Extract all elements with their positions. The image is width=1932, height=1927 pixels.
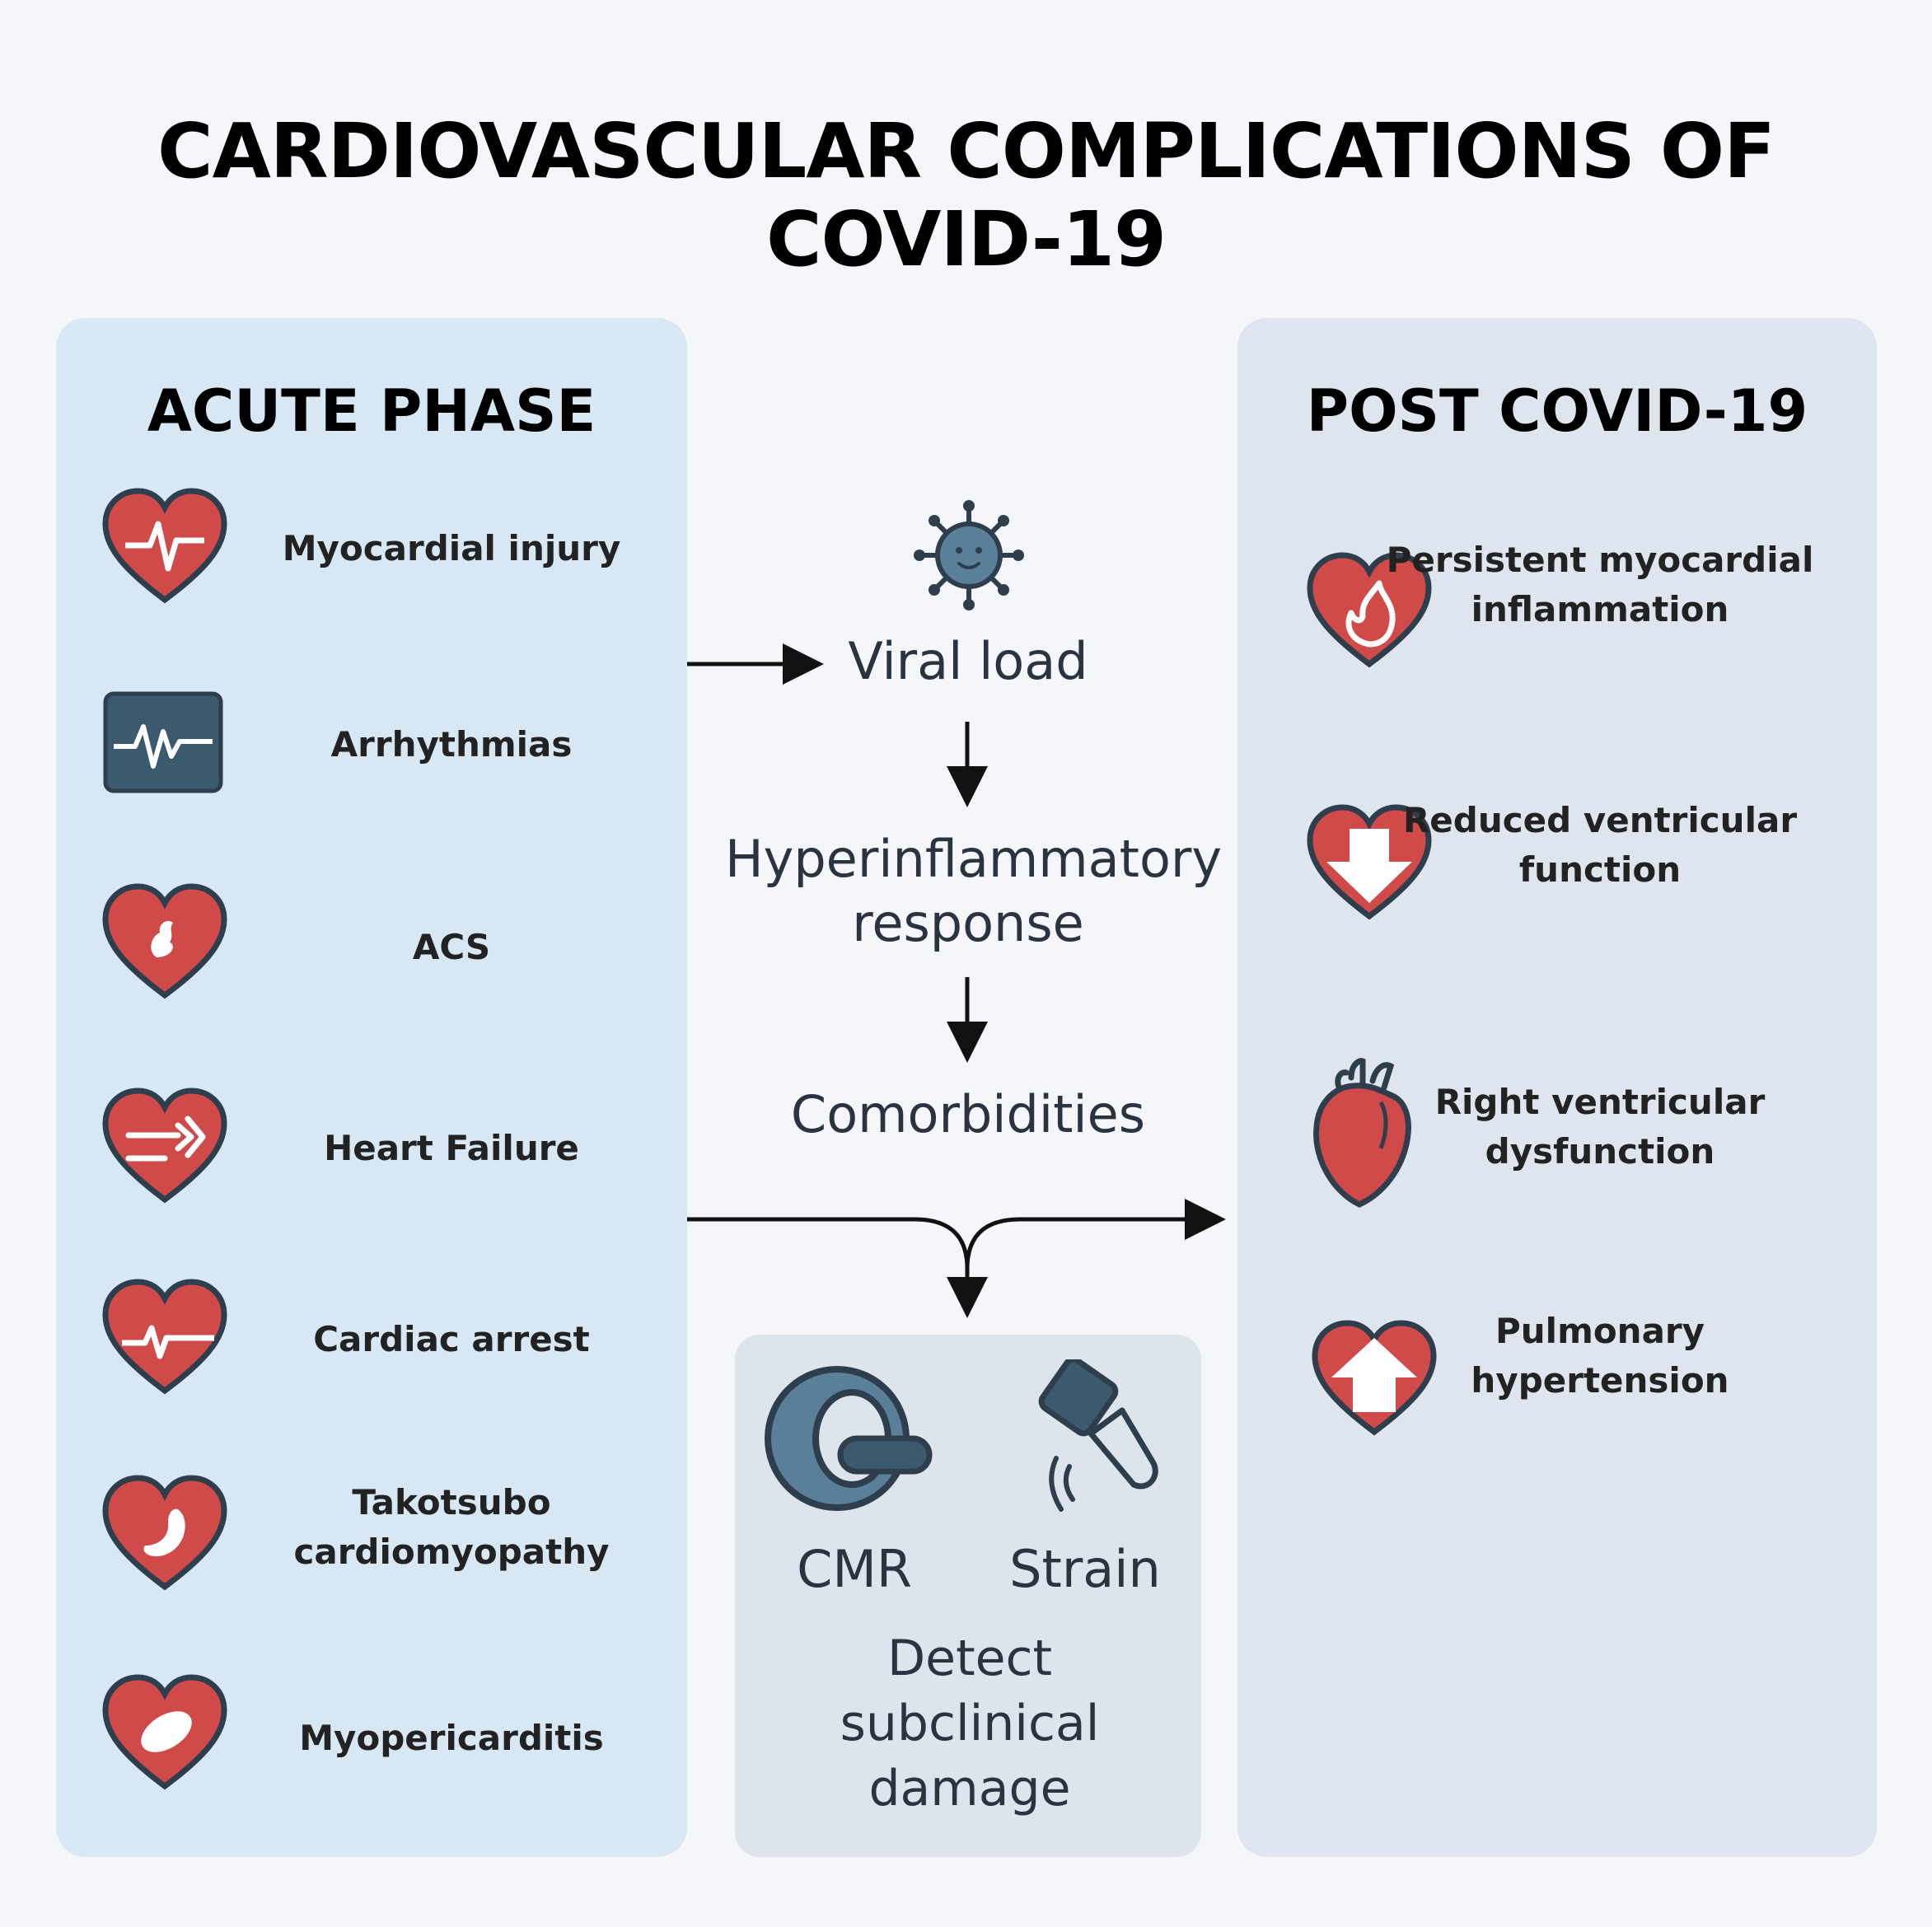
heart-down-arrow-icon [1303, 799, 1435, 931]
heart-clot-icon [99, 878, 231, 1010]
post-item-pulmonary-hypertension: Pulmonary hypertension [1237, 1311, 1877, 1480]
acute-item-label: ACS [412, 927, 491, 967]
acute-item-label: Heart Failure [324, 1128, 579, 1168]
acute-item-arrhythmias: Arrhythmias [56, 690, 687, 806]
post-covid-title: POST COVID-19 [1306, 377, 1808, 445]
detect-caption: Detect subclinical damage [840, 1630, 1100, 1818]
ultrasound-probe-icon [1025, 1356, 1165, 1524]
acute-item-label: Myocardial injury [282, 528, 621, 568]
acute-item-myocardial-injury: Myocardial injury [56, 483, 687, 615]
mri-scanner-icon [763, 1363, 936, 1519]
heart-flatline-icon [99, 1274, 231, 1405]
acute-item-takotsubo: Takotsubo cardiomyopathy [56, 1470, 687, 1618]
hyperinflammatory-label: Hyperinflammatory response [725, 829, 1223, 953]
arrow-branch-to-post [687, 1199, 1226, 1270]
post-item-right-ventricular: Right ventricular dysfunction [1237, 1053, 1877, 1218]
cmr-label: CMR [797, 1539, 912, 1599]
strain-label: Strain [1009, 1539, 1161, 1599]
acute-phase-title: ACUTE PHASE [147, 377, 596, 445]
acute-item-heart-failure: Heart Failure [56, 1083, 687, 1214]
post-item-persistent-inflammation: Persistent myocardial inflammation [1237, 540, 1877, 712]
comorbidities-label: Comorbidities [790, 1084, 1146, 1144]
acute-item-myopericarditis: Myopericarditis [56, 1669, 687, 1801]
monitor-ecg-icon [102, 690, 224, 794]
post-item-label: Persistent myocardial inflammation [1386, 540, 1814, 629]
post-item-reduced-ventricular: Reduced ventricular function [1237, 799, 1877, 964]
heart-ecg-icon [99, 483, 231, 615]
anatomical-heart-icon [1302, 1053, 1417, 1209]
virus-icon [911, 498, 1027, 613]
heart-up-arrow-icon [1308, 1315, 1440, 1447]
post-item-label: Reduced ventricular function [1402, 800, 1798, 890]
acute-phase-panel: ACUTE PHASE Myocardial injury Arrhythmia… [56, 318, 687, 1857]
acute-item-cardiac-arrest: Cardiac arrest [56, 1274, 687, 1405]
viral-load-label: Viral load [848, 631, 1088, 691]
post-item-label: Pulmonary hypertension [1471, 1311, 1729, 1401]
acute-item-label: Myopericarditis [299, 1718, 604, 1758]
post-covid-panel: POST COVID-19 Persistent myocardial infl… [1237, 318, 1877, 1857]
acute-item-label: Cardiac arrest [313, 1319, 590, 1359]
post-item-label: Right ventricular dysfunction [1434, 1082, 1766, 1172]
acute-item-label: Arrhythmias [330, 724, 573, 765]
detect-panel: CMR Strain Detect subclinical damage [735, 1335, 1201, 1857]
heart-arrows-icon [99, 1083, 231, 1214]
heart-balloon-icon [99, 1470, 231, 1602]
acute-item-acs: ACS [56, 878, 687, 1010]
heart-inflamed-icon [99, 1669, 231, 1801]
heart-flame-icon [1303, 547, 1435, 679]
acute-item-label: Takotsubo cardiomyopathy [293, 1482, 610, 1572]
page-title: CARDIOVASCULAR COMPLICATIONS OF COVID-19 [157, 107, 1775, 283]
